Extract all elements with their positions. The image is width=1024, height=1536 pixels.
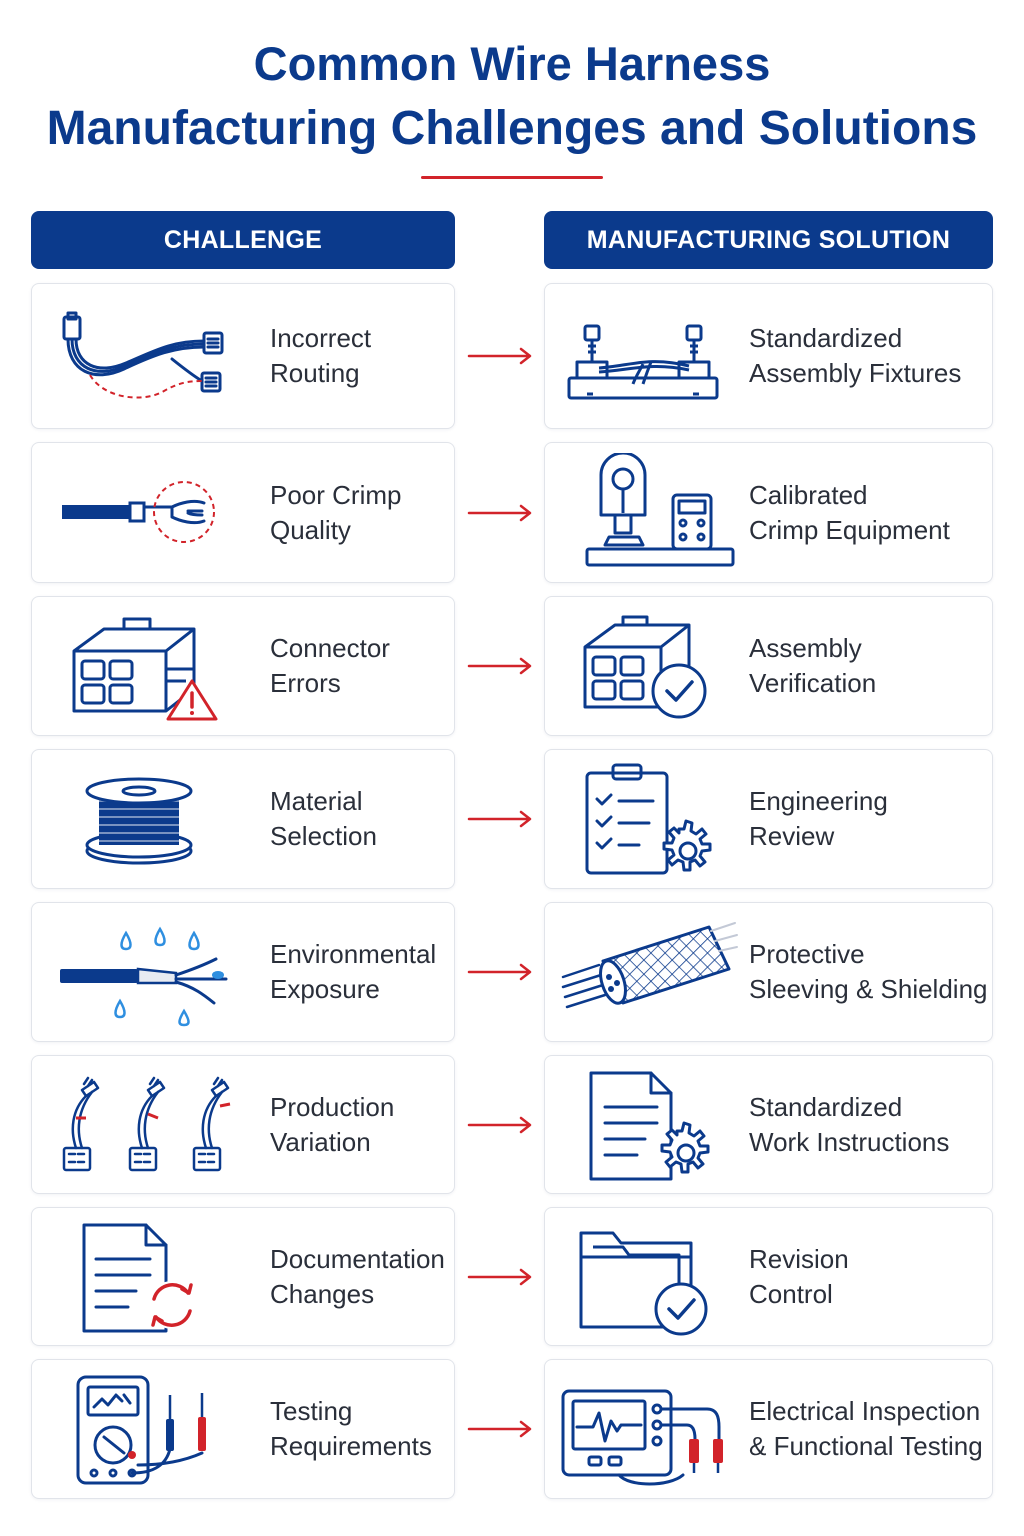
- wire-spool-icon: [85, 777, 193, 865]
- water-damage-cable-icon: [60, 926, 228, 1027]
- assembly-fixture-icon: [567, 324, 719, 400]
- page-title-line-2: Manufacturing Challenges and Solutions: [46, 102, 978, 155]
- oscilloscope-icon: [561, 1389, 723, 1486]
- solution-label: Electrical Inspection& Functional Testin…: [749, 1396, 983, 1461]
- document-refresh-icon: [82, 1223, 196, 1332]
- routing-harness-icon: [62, 311, 224, 399]
- page-title-line-1: Common Wire Harness: [253, 37, 771, 90]
- arrow-right-icon: [467, 1420, 532, 1438]
- document-gear-icon: [589, 1071, 710, 1180]
- cable-variants-icon: [62, 1076, 231, 1171]
- solution-column-header: MANUFACTURING SOLUTION: [544, 211, 993, 269]
- clipboard-gear-icon: [585, 763, 712, 875]
- connector-check-icon: [583, 615, 707, 719]
- crimp-machine-icon: [585, 452, 735, 566]
- arrow-right-icon: [467, 963, 532, 981]
- arrow-right-icon: [467, 347, 532, 365]
- arrow-right-icon: [467, 1116, 532, 1133]
- arrow-right-icon: [467, 1268, 532, 1285]
- challenge-column-header: CHALLENGE: [31, 211, 455, 269]
- arrow-right-icon: [467, 810, 532, 828]
- connector-warning-icon: [72, 617, 218, 721]
- title-underline: [421, 176, 603, 179]
- arrow-right-icon: [467, 657, 532, 675]
- crimp-terminal-icon: [62, 480, 215, 543]
- solution-card: Electrical Inspection& Functional Testin…: [544, 1359, 993, 1499]
- folder-check-icon: [579, 1231, 708, 1335]
- multimeter-icon: [76, 1375, 206, 1485]
- braided-sleeve-icon: [561, 922, 738, 1009]
- arrow-right-icon: [467, 504, 532, 521]
